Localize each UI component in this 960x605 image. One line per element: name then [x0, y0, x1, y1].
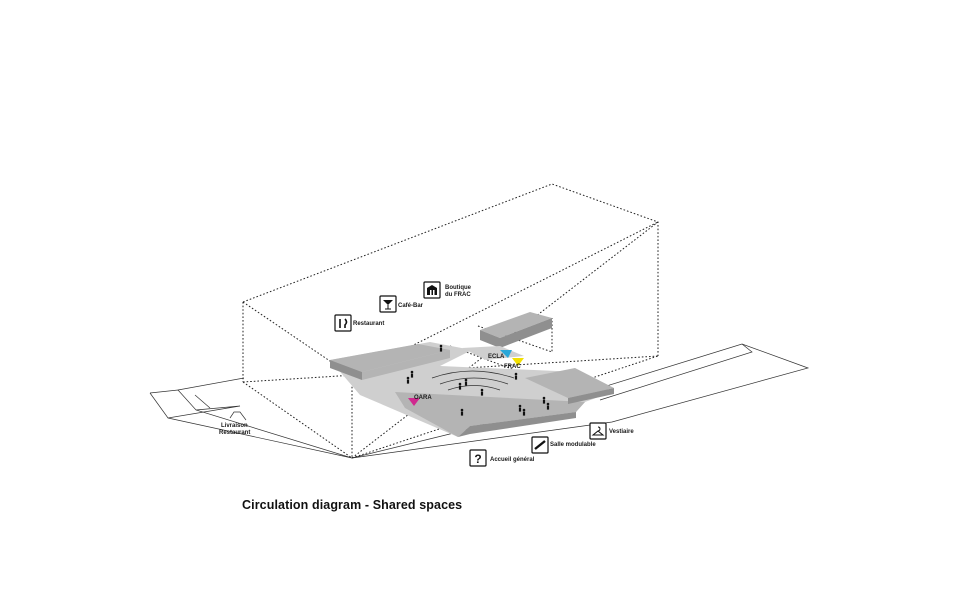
accueil-label: Accueil général: [490, 457, 535, 463]
person-icon: [458, 382, 462, 390]
salle-callout: Salle modulable: [531, 436, 596, 454]
frac-label: FRAC: [504, 364, 521, 370]
ecla-marker: [500, 350, 512, 358]
boutique-label-line1: Boutique: [445, 285, 472, 291]
person-icon: [464, 378, 468, 386]
person-icon: [518, 404, 522, 412]
boutique-callout: Boutique du FRAC: [423, 281, 472, 299]
person-icon: [542, 396, 546, 404]
person-icon: [514, 372, 518, 380]
person-icon: [522, 408, 526, 416]
people: [406, 344, 550, 416]
boutique-label-line2: du FRAC: [445, 292, 471, 298]
person-icon: [480, 388, 484, 396]
livraison-callout: Livraison Restaurant: [219, 411, 250, 436]
accueil-callout: ? Accueil général: [469, 449, 535, 467]
hanger-icon: [591, 426, 605, 436]
restaurant-label: Restaurant: [353, 321, 384, 327]
ecla-label: ECLA: [488, 354, 505, 360]
partner-markers: ECLA FRAC OARA: [408, 350, 524, 406]
question-mark-icon: ?: [474, 452, 481, 466]
oara-marker: [408, 398, 420, 406]
floor-slabs: [330, 312, 614, 437]
vestiaire-label: Vestiaire: [609, 429, 634, 435]
frac-marker: [512, 358, 524, 366]
cocktail-glass-icon: [383, 300, 393, 310]
oara-label: OARA: [414, 395, 432, 401]
salle-label: Salle modulable: [550, 442, 596, 448]
ramp-icon: [534, 440, 546, 450]
shop-icon: [427, 285, 437, 295]
person-icon: [439, 344, 443, 352]
restaurant-callout: Restaurant: [334, 314, 384, 332]
person-icon: [546, 402, 550, 410]
diagram-caption: Circulation diagram - Shared spaces: [242, 498, 463, 512]
livraison-label-line1: Livraison: [221, 423, 248, 429]
cafe-bar-label: Café-Bar: [398, 303, 424, 309]
person-icon: [460, 408, 464, 416]
cafe-bar-callout: Café-Bar: [379, 295, 424, 313]
person-icon: [406, 376, 410, 384]
vestiaire-callout: Vestiaire: [589, 422, 634, 440]
livraison-label-line2: Restaurant: [219, 430, 250, 436]
fork-knife-icon: [339, 318, 348, 328]
person-icon: [410, 370, 414, 378]
